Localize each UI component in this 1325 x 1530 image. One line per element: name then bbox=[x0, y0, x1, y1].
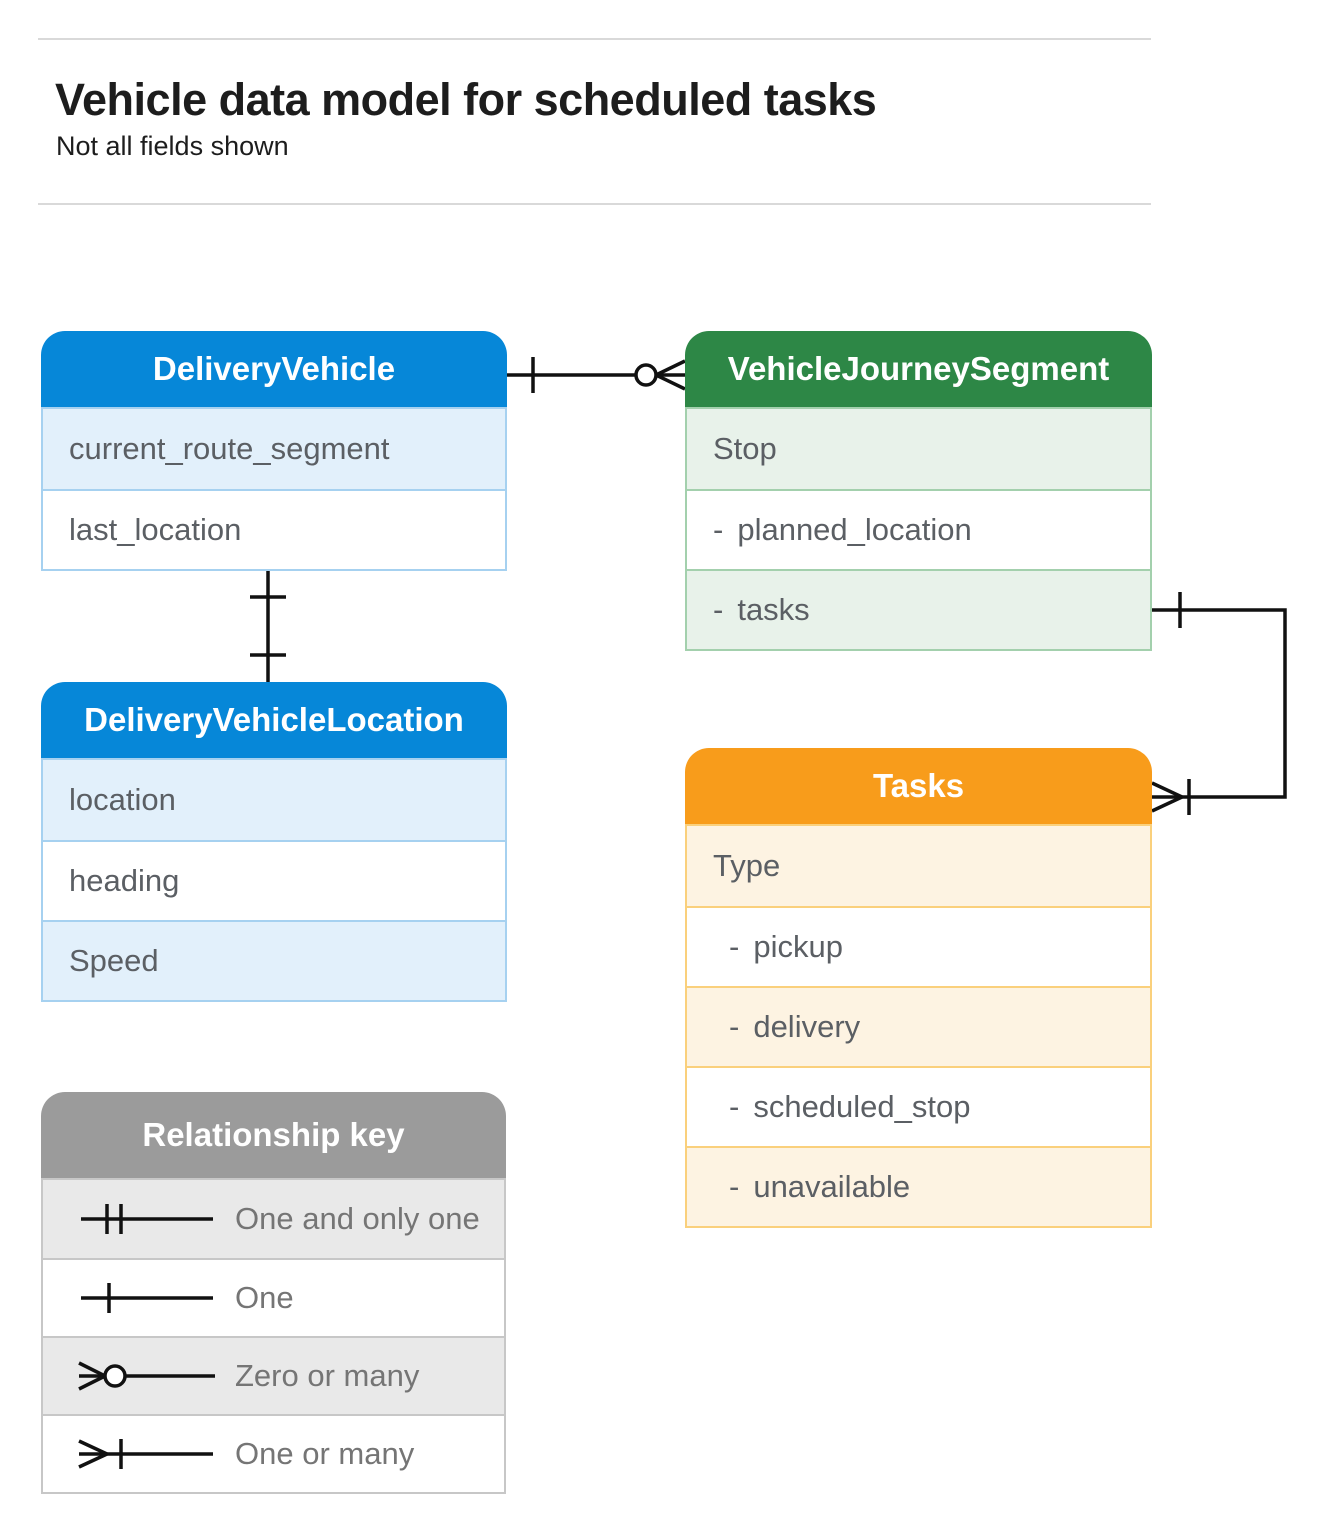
one-icon bbox=[63, 1276, 235, 1320]
field-row: location bbox=[43, 760, 505, 840]
legend-label: One or many bbox=[235, 1436, 415, 1471]
entity-title: Tasks bbox=[685, 748, 1152, 824]
field-row: last_location bbox=[43, 489, 505, 569]
relationship-key: Relationship key One and only one One bbox=[41, 1092, 506, 1494]
page-subtitle: Not all fields shown bbox=[56, 131, 289, 161]
field-row: - delivery bbox=[687, 986, 1150, 1066]
legend-row: One bbox=[43, 1258, 504, 1336]
crow-foot-icon bbox=[1151, 781, 1183, 799]
entity-title: DeliveryVehicle bbox=[41, 331, 507, 407]
zero-or-many-icon bbox=[63, 1354, 235, 1398]
dash: - bbox=[713, 592, 724, 627]
field-label: pickup bbox=[753, 929, 843, 964]
legend-label: One bbox=[235, 1280, 294, 1315]
legend-row: Zero or many bbox=[43, 1336, 504, 1414]
header-divider bbox=[38, 203, 1151, 205]
field-label: heading bbox=[69, 863, 180, 898]
entity-delivery-vehicle-location: DeliveryVehicleLocation location heading… bbox=[41, 682, 507, 1002]
field-label: tasks bbox=[737, 592, 810, 627]
legend-row: One or many bbox=[43, 1414, 504, 1492]
one-and-only-one-icon bbox=[63, 1197, 235, 1241]
legend-label: One and only one bbox=[235, 1201, 480, 1236]
field-label: planned_location bbox=[737, 512, 972, 547]
field-label: Type bbox=[713, 848, 781, 883]
entity-title: DeliveryVehicleLocation bbox=[41, 682, 507, 758]
field-row: Speed bbox=[43, 920, 505, 1000]
connector-vehiclejourneysegment-tasks bbox=[1151, 592, 1287, 815]
field-row: - unavailable bbox=[687, 1146, 1150, 1226]
field-label: last_location bbox=[69, 512, 242, 547]
field-row: - pickup bbox=[687, 906, 1150, 986]
dash: - bbox=[729, 1169, 740, 1204]
legend-label: Zero or many bbox=[235, 1358, 420, 1393]
legend-row: One and only one bbox=[43, 1180, 504, 1258]
zero-circle-icon bbox=[634, 363, 658, 387]
field-label: scheduled_stop bbox=[753, 1089, 971, 1124]
dash: - bbox=[729, 929, 740, 964]
field-label: unavailable bbox=[753, 1169, 911, 1204]
dash: - bbox=[713, 512, 724, 547]
field-label: Stop bbox=[713, 431, 777, 466]
field-row: heading bbox=[43, 840, 505, 920]
field-row: - scheduled_stop bbox=[687, 1066, 1150, 1146]
field-label: location bbox=[69, 782, 176, 817]
connector-deliveryvehicle-to-vehiclejourneysegment bbox=[507, 357, 686, 393]
field-row: - tasks bbox=[687, 569, 1150, 649]
entity-title: VehicleJourneySegment bbox=[685, 331, 1152, 407]
field-label: Speed bbox=[69, 943, 159, 978]
top-divider bbox=[38, 38, 1151, 40]
one-or-many-icon bbox=[63, 1432, 235, 1476]
field-row: Type bbox=[687, 826, 1150, 906]
entity-delivery-vehicle: DeliveryVehicle current_route_segment la… bbox=[41, 331, 507, 571]
field-row: - planned_location bbox=[687, 489, 1150, 569]
field-row: Stop bbox=[687, 409, 1150, 489]
connector-deliveryvehicle-to-deliveryvehiclelocation bbox=[250, 569, 286, 682]
field-label: delivery bbox=[753, 1009, 861, 1044]
field-label: current_route_segment bbox=[69, 431, 390, 466]
dash: - bbox=[729, 1089, 740, 1124]
dash: - bbox=[729, 1009, 740, 1044]
field-row: current_route_segment bbox=[43, 409, 505, 489]
legend-title: Relationship key bbox=[41, 1092, 506, 1178]
entity-tasks: Tasks Type - pickup - delivery - schedul… bbox=[685, 748, 1152, 1228]
crow-foot-icon bbox=[655, 359, 686, 377]
page-title: Vehicle data model for scheduled tasks bbox=[55, 74, 877, 125]
entity-vehicle-journey-segment: VehicleJourneySegment Stop - planned_loc… bbox=[685, 331, 1152, 651]
